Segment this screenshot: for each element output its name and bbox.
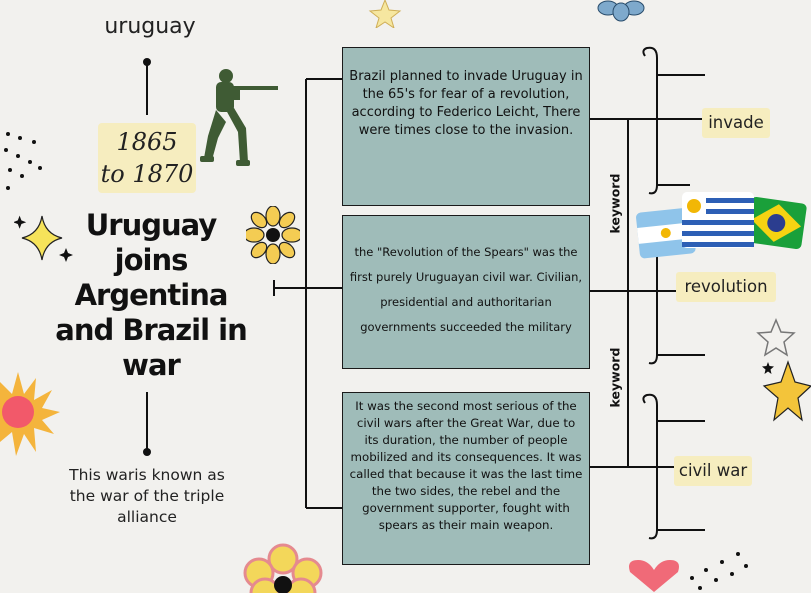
main-title: Uruguay joins Argentina and Brazil in wa… [48, 208, 254, 383]
tag-revolution: revolution [676, 272, 776, 302]
info-box-civil-war: It was the second most serious of the ci… [342, 392, 590, 565]
tag-invade: invade [702, 108, 770, 138]
flag-uruguay [682, 192, 754, 248]
star-outline-icon [756, 318, 796, 357]
tag-civil-war: civil war [674, 456, 752, 486]
keyword-label: keyword [607, 347, 623, 408]
star-icon [762, 360, 811, 422]
flag-argentina [636, 207, 696, 259]
keyword-label: keyword [607, 173, 623, 234]
flower-icon [597, 0, 645, 22]
dots-decoration [690, 552, 748, 590]
years-start: 1865 [116, 128, 178, 156]
title-line: war [122, 348, 181, 382]
info-box-invasion: Brazil planned to invade Uruguay in the … [342, 47, 590, 206]
known-as-text: This waris known as the war of the tripl… [69, 466, 225, 526]
topic-label: uruguay [104, 14, 196, 39]
years-badge: 1865 to 1870 [98, 123, 196, 193]
dots-decoration [4, 132, 42, 190]
title-line: Uruguay [85, 208, 217, 242]
flower-icon [246, 206, 300, 264]
years-end: to 1870 [100, 160, 194, 188]
star-icon [368, 0, 402, 28]
sun-icon [0, 372, 60, 456]
sparkle-icon [14, 215, 73, 262]
title-line: and Brazil in [55, 313, 248, 347]
small-star-icon [762, 362, 774, 374]
heart-icon [629, 560, 679, 592]
flower-icon [243, 543, 323, 593]
info-box-revolution: the "Revolution of the Spears" was the f… [342, 215, 590, 369]
title-line: Argentina [74, 278, 229, 312]
soldier-icon [200, 69, 278, 166]
title-line: joins [114, 243, 189, 277]
flags-group [636, 192, 807, 259]
flag-brazil [745, 196, 807, 250]
